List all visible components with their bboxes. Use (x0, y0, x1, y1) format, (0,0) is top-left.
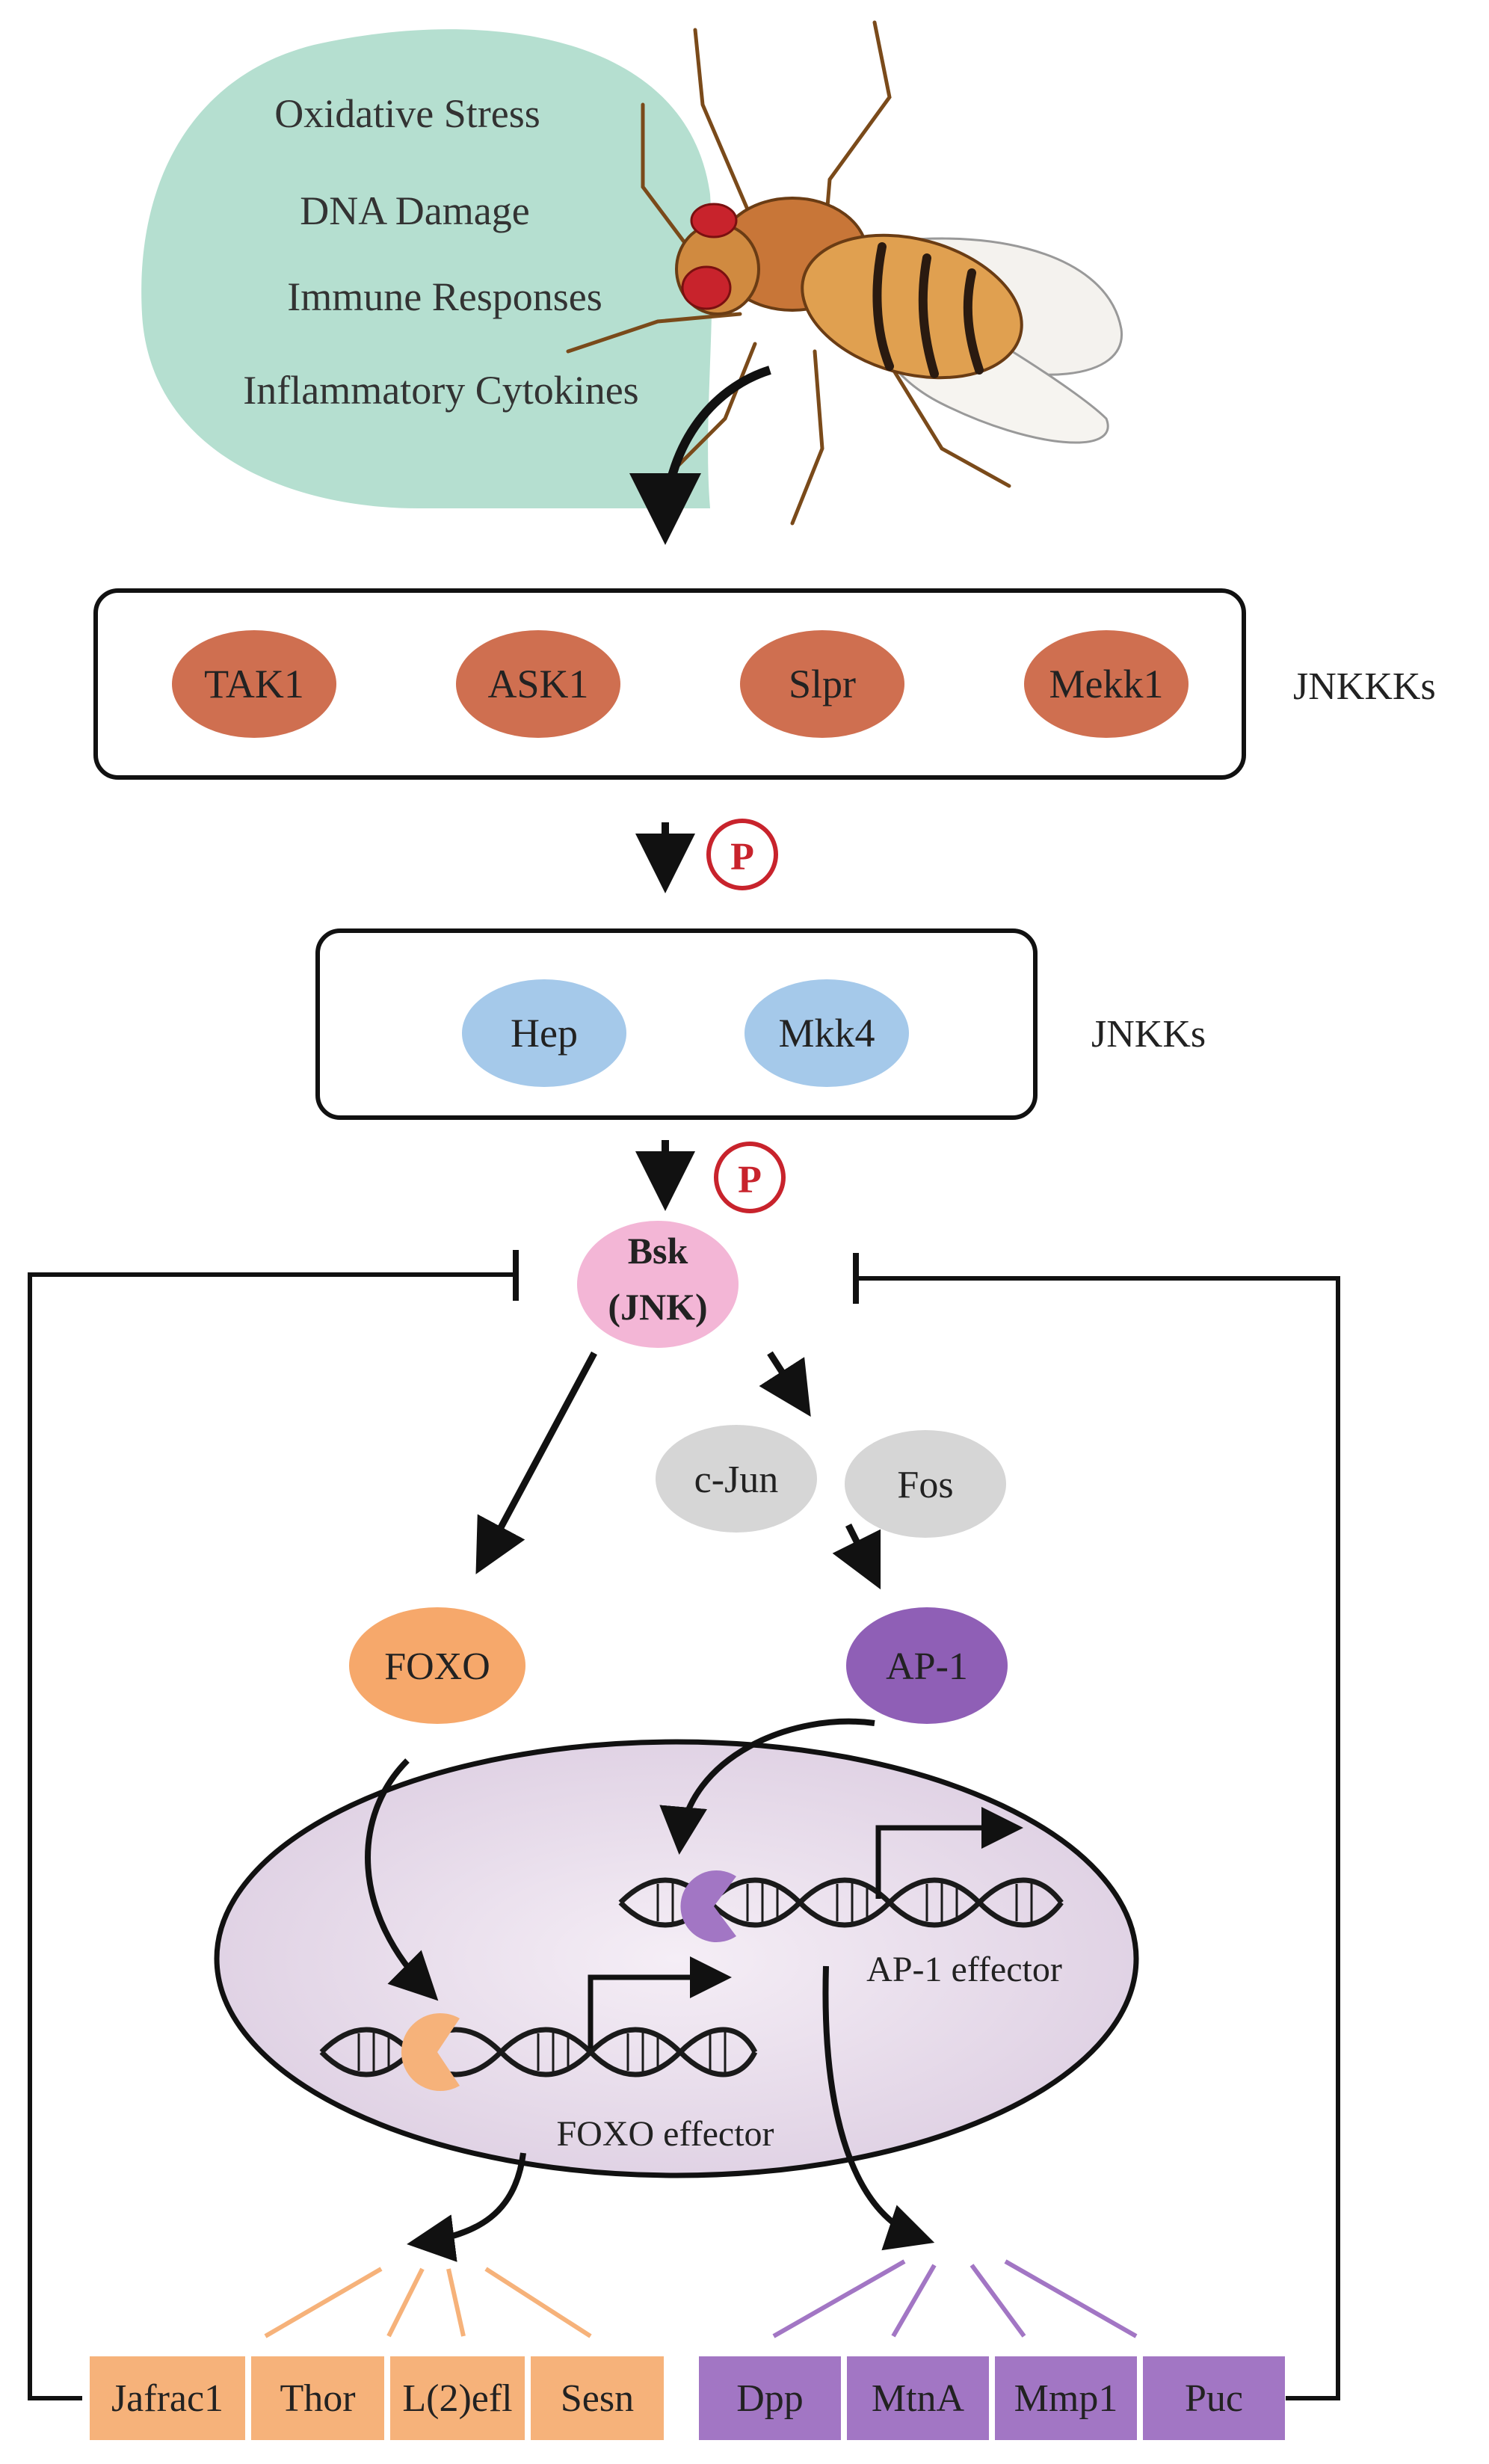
ap1-target-mmp1: Mmp1 (995, 2356, 1137, 2440)
ap1-transcription-start-arrow (875, 1807, 1023, 1899)
ap1-effector-label: AP-1 effector (866, 1950, 1062, 1989)
svg-text:P: P (738, 1159, 762, 1201)
ap1-effector-to-targets-arrow (822, 1965, 935, 2251)
jnk-to-foxo-arrow (475, 1351, 597, 1574)
stimulus-oxidative-stress: Oxidative Stress (274, 91, 540, 136)
phospho-badge-2: P (714, 1142, 786, 1213)
svg-text:ASK1: ASK1 (487, 662, 588, 706)
ap1-target-puc: Puc (1143, 2356, 1285, 2440)
foxo-target-sesn: Sesn (531, 2356, 664, 2440)
foxo-bound-factor (401, 2013, 460, 2091)
foxo-feedback-line (28, 1272, 516, 2400)
jnkkks-label: JNKKKs (1293, 665, 1436, 708)
foxo-node: FOXO (349, 1607, 525, 1724)
svg-text:Puc: Puc (1185, 2377, 1243, 2420)
stimulus-immune-responses: Immune Responses (287, 274, 602, 319)
stimulus-bubble (141, 29, 712, 509)
stimulus-inflammatory-cytokines: Inflammatory Cytokines (243, 368, 638, 413)
svg-text:TAK1: TAK1 (204, 662, 304, 706)
jnkkk-kinase-ask1: ASK1 (456, 630, 620, 738)
svg-text:(JNK): (JNK) (608, 1286, 707, 1328)
jnk-node: Bsk (JNK) (577, 1221, 739, 1348)
foxo-target-l2efl: L(2)efl (390, 2356, 525, 2440)
jnkkk-kinase-mekk1: Mekk1 (1024, 630, 1189, 738)
ap1-node: AP-1 (846, 1607, 1008, 1724)
phospho-badge-1: P (706, 819, 778, 890)
jnkk-box (315, 928, 1038, 1120)
ap1-bound-factor (680, 1870, 736, 1942)
ap1-feedback-line (856, 1276, 1340, 2400)
ap1-target-fan-lines (772, 2259, 1138, 2338)
svg-text:L(2)efl: L(2)efl (402, 2377, 512, 2420)
svg-text:FOXO: FOXO (384, 1645, 490, 1688)
jnkkk-kinase-tak1: TAK1 (172, 630, 336, 738)
svg-text:P: P (730, 836, 754, 878)
jnkkk-kinase-slpr: Slpr (740, 630, 904, 738)
ap1-target-dpp: Dpp (699, 2356, 841, 2440)
foxo-transcription-start-arrow (588, 1956, 732, 2048)
stimulus-arrow (629, 366, 771, 545)
foxo-dna-helix (319, 2027, 758, 2078)
svg-text:Jafrac1: Jafrac1 (111, 2377, 223, 2420)
fos-node: Fos (845, 1430, 1006, 1538)
ap1-target-mtna: MtnA (847, 2356, 989, 2440)
svg-text:Dpp: Dpp (736, 2377, 804, 2420)
ap1-to-dna-arrow (659, 1718, 875, 1855)
foxo-effector-label: FOXO effector (556, 2114, 774, 2154)
jnkk-kinase-hep: Hep (462, 979, 626, 1087)
stimulus-dna-damage: DNA Damage (300, 188, 529, 233)
jnk-to-cjun-arrow (759, 1351, 811, 1417)
jnkks-label: JNKKs (1091, 1013, 1206, 1056)
cjun-node: c-Jun (656, 1425, 817, 1533)
svg-text:Mmp1: Mmp1 (1014, 2377, 1118, 2420)
foxo-target-fan-lines (264, 2267, 592, 2338)
fruit-fly-illustration (566, 20, 1123, 526)
svg-text:Hep: Hep (511, 1011, 578, 1056)
jnkk-kinase-mkk4: Mkk4 (744, 979, 909, 1087)
svg-text:MtnA: MtnA (872, 2377, 965, 2420)
foxo-target-jafrac1: Jafrac1 (90, 2356, 245, 2440)
foxo-effector-to-targets-arrow (407, 2152, 526, 2262)
svg-text:Bsk: Bsk (628, 1230, 688, 1272)
cjun-fos-to-ap1-arrow (832, 1523, 881, 1590)
jnkkk-box (93, 588, 1246, 780)
foxo-target-thor: Thor (251, 2356, 384, 2440)
svg-text:Fos: Fos (897, 1464, 953, 1506)
svg-text:Sesn: Sesn (561, 2377, 634, 2420)
svg-text:Thor: Thor (280, 2377, 355, 2420)
foxo-to-dna-arrow (365, 1758, 439, 2001)
svg-text:AP-1: AP-1 (886, 1645, 968, 1688)
svg-text:Mekk1: Mekk1 (1049, 662, 1164, 706)
svg-text:c-Jun: c-Jun (694, 1459, 779, 1501)
svg-text:Slpr: Slpr (789, 662, 856, 706)
svg-text:Mkk4: Mkk4 (778, 1011, 875, 1056)
